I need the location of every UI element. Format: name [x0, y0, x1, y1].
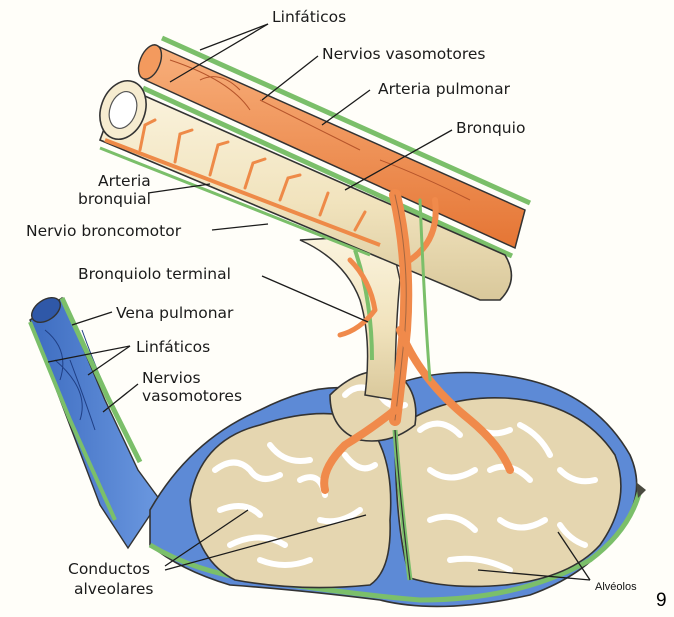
label-vena-pulmonar: Vena pulmonar: [116, 304, 233, 322]
label-arteria-bronquial-1: Arteria: [98, 172, 151, 190]
label-conductos-alveolares-2: alveolares: [74, 580, 153, 598]
label-bronquio: Bronquio: [456, 119, 525, 137]
pulmonary-vein: [27, 293, 160, 548]
page-number: 9: [656, 590, 667, 612]
label-nervios-vasomotores-mid-2: vasomotores: [142, 387, 242, 405]
label-arteria-bronquial-2: bronquial: [78, 190, 151, 208]
label-arteria-pulmonar: Arteria pulmonar: [378, 80, 510, 98]
label-conductos-alveolares-1: Conductos: [68, 560, 150, 578]
label-bronquiolo-terminal: Bronquiolo terminal: [78, 265, 231, 283]
label-linfaticos-mid: Linfáticos: [136, 338, 210, 356]
label-alveolos: Alvéolos: [595, 581, 637, 593]
label-nervios-vasomotores-mid-1: Nervios: [142, 369, 201, 387]
label-nervios-vasomotores-top: Nervios vasomotores: [322, 45, 485, 63]
label-linfaticos-top: Linfáticos: [272, 8, 346, 26]
label-nervio-broncomotor: Nervio broncomotor: [26, 222, 181, 240]
